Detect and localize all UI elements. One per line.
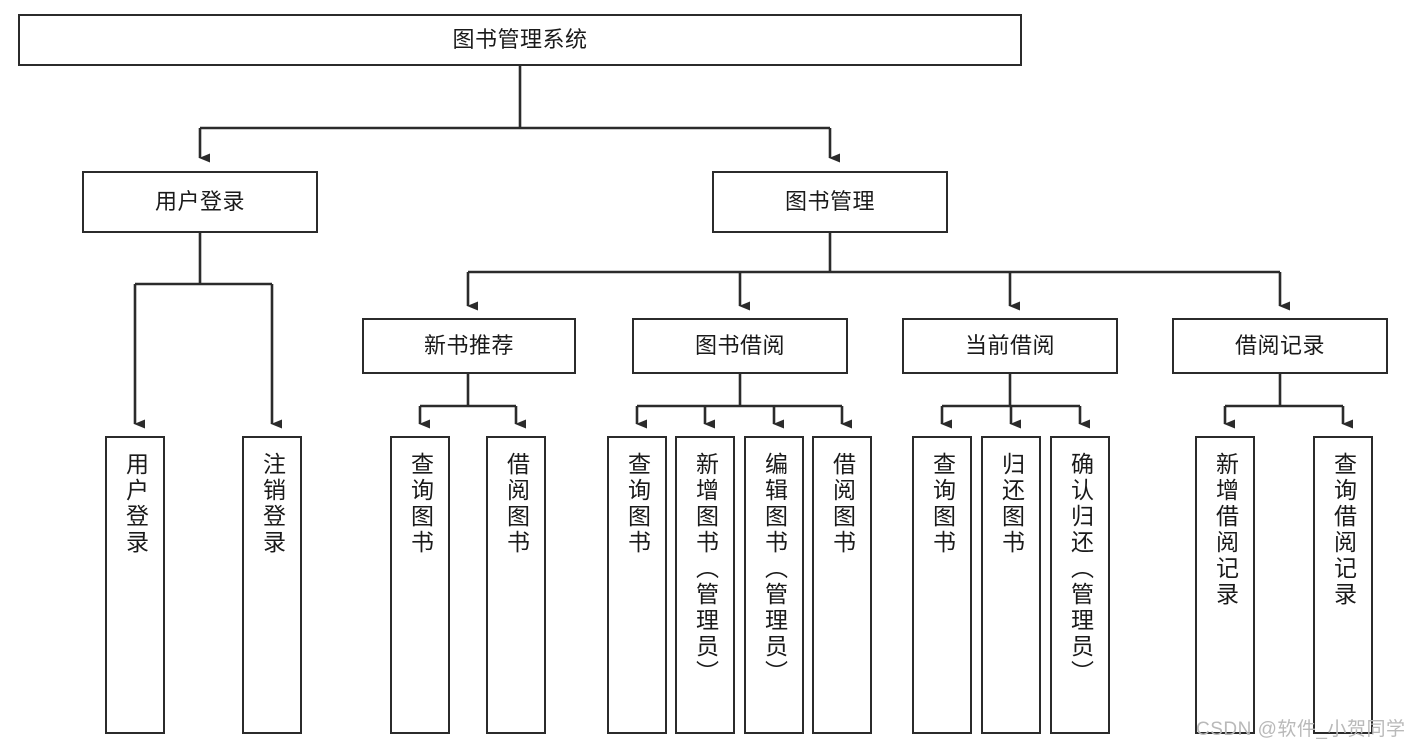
- node-label: 编辑图书（管理员）: [761, 452, 788, 686]
- node-leaf-logout[interactable]: 注销登录: [242, 436, 302, 734]
- node-leaf-query-book-1[interactable]: 查询图书: [390, 436, 450, 734]
- node-label: 新书推荐: [423, 332, 514, 358]
- node-leaf-add-book[interactable]: 新增图书（管理员）: [675, 436, 735, 734]
- node-label: 用户登录: [154, 188, 245, 214]
- node-book-borrow[interactable]: 图书借阅: [632, 318, 848, 374]
- node-label: 图书管理: [784, 188, 875, 214]
- node-label: 查询图书: [929, 452, 956, 556]
- node-label: 查询图书: [407, 452, 434, 556]
- node-label: 确认归还（管理员）: [1067, 452, 1094, 686]
- node-user-login[interactable]: 用户登录: [82, 171, 318, 233]
- node-label: 图书管理系统: [452, 26, 588, 52]
- node-label: 借阅图书: [503, 452, 530, 556]
- node-label: 注销登录: [259, 452, 286, 556]
- node-leaf-query-book-2[interactable]: 查询图书: [607, 436, 667, 734]
- node-label: 图书借阅: [694, 332, 785, 358]
- node-label: 查询图书: [624, 452, 651, 556]
- node-label: 借阅记录: [1234, 332, 1325, 358]
- node-leaf-query-record[interactable]: 查询借阅记录: [1313, 436, 1373, 734]
- node-book-management-system[interactable]: 图书管理系统: [18, 14, 1022, 66]
- node-leaf-edit-book[interactable]: 编辑图书（管理员）: [744, 436, 804, 734]
- node-label: 当前借阅: [964, 332, 1055, 358]
- node-leaf-borrow-book-1[interactable]: 借阅图书: [486, 436, 546, 734]
- node-leaf-confirm-return[interactable]: 确认归还（管理员）: [1050, 436, 1110, 734]
- node-leaf-query-book-3[interactable]: 查询图书: [912, 436, 972, 734]
- node-label: 新增图书（管理员）: [692, 452, 719, 686]
- node-leaf-add-record[interactable]: 新增借阅记录: [1195, 436, 1255, 734]
- node-leaf-return-book[interactable]: 归还图书: [981, 436, 1041, 734]
- node-label: 归还图书: [998, 452, 1025, 556]
- node-label: 查询借阅记录: [1330, 452, 1357, 608]
- node-label: 新增借阅记录: [1212, 452, 1239, 608]
- node-leaf-user-login[interactable]: 用户登录: [105, 436, 165, 734]
- node-label: 借阅图书: [829, 452, 856, 556]
- node-book-manage[interactable]: 图书管理: [712, 171, 948, 233]
- node-leaf-borrow-book-2[interactable]: 借阅图书: [812, 436, 872, 734]
- node-borrow-record[interactable]: 借阅记录: [1172, 318, 1388, 374]
- node-current-borrow[interactable]: 当前借阅: [902, 318, 1118, 374]
- node-label: 用户登录: [122, 452, 149, 556]
- node-new-book-recommend[interactable]: 新书推荐: [362, 318, 576, 374]
